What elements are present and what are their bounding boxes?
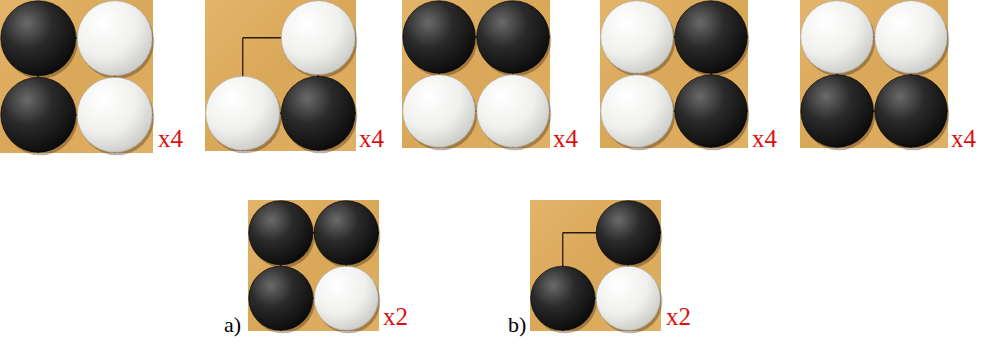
- black-stone: [249, 201, 313, 265]
- go-board-corner: [0, 0, 154, 155]
- black-stone: [314, 201, 378, 265]
- board-wood: [0, 0, 153, 153]
- go-board-corner: [402, 0, 551, 150]
- black-stone: [1, 1, 76, 76]
- white-stone: [403, 75, 476, 148]
- black-stone: [675, 75, 748, 148]
- multiplier-label: x2: [666, 304, 691, 329]
- option-label: a): [224, 314, 241, 336]
- black-stone: [1, 77, 76, 152]
- go-board-corner: [530, 200, 662, 333]
- multiplier-label: x4: [752, 126, 777, 151]
- multiplier-label: x2: [383, 304, 408, 329]
- white-stone: [596, 266, 660, 330]
- go-board-corner: [600, 0, 749, 150]
- go-board-corner: [248, 200, 380, 333]
- multiplier-label: x4: [158, 126, 183, 151]
- go-board-corner: [800, 0, 949, 150]
- black-stone: [675, 1, 748, 74]
- white-stone: [801, 1, 874, 74]
- white-stone: [281, 1, 355, 75]
- board-wood: [600, 0, 748, 148]
- multiplier-label: x4: [553, 126, 578, 151]
- white-stone: [875, 1, 948, 74]
- black-stone: [249, 266, 313, 330]
- black-stone: [875, 75, 948, 148]
- white-stone: [206, 76, 280, 150]
- white-stone: [77, 1, 152, 76]
- white-stone: [601, 75, 674, 148]
- go-board-corner: [205, 0, 357, 153]
- black-stone: [801, 75, 874, 148]
- board-wood: [205, 0, 356, 151]
- black-stone: [596, 201, 660, 265]
- board-wood: [402, 0, 550, 148]
- black-stone: [531, 266, 595, 330]
- board-wood: [800, 0, 948, 148]
- white-stone: [77, 77, 152, 152]
- black-stone: [281, 76, 355, 150]
- white-stone: [314, 266, 378, 330]
- multiplier-label: x4: [951, 126, 976, 151]
- multiplier-label: x4: [359, 126, 384, 151]
- white-stone: [601, 1, 674, 74]
- black-stone: [403, 1, 476, 74]
- white-stone: [477, 75, 550, 148]
- option-label: b): [508, 314, 526, 336]
- black-stone: [477, 1, 550, 74]
